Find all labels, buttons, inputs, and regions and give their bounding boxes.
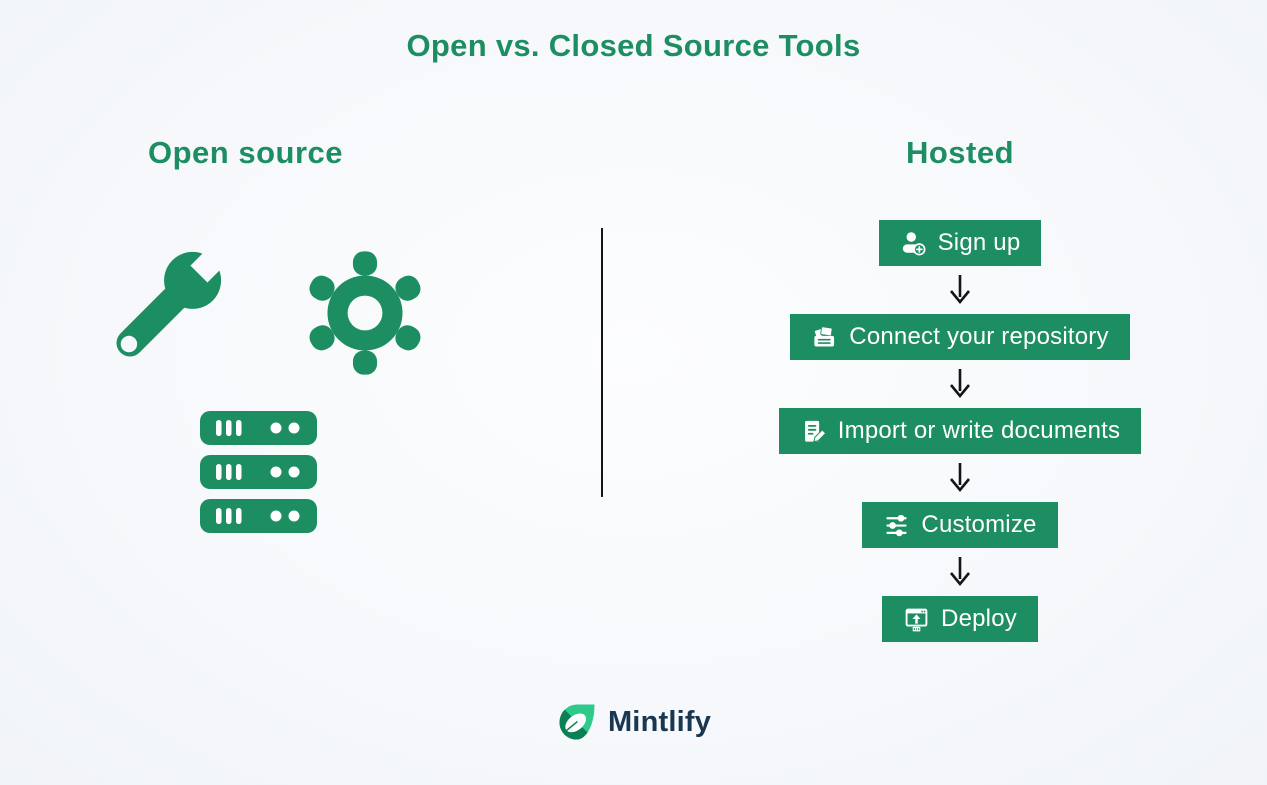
- flow-step-customize: Customize: [862, 502, 1058, 548]
- flow-step-import-write: Import or write documents: [778, 408, 1142, 454]
- hosted-heading: Hosted: [905, 135, 1015, 170]
- deploy-window-icon: [903, 606, 930, 633]
- open-source-heading: Open source: [148, 135, 343, 170]
- flow-step-deploy: Deploy: [882, 596, 1038, 642]
- down-arrow-icon: [947, 360, 973, 408]
- gear-icon: [298, 246, 432, 380]
- down-arrow-icon: [947, 454, 973, 502]
- divider-line: [601, 228, 603, 497]
- flow-step-label: Deploy: [941, 605, 1017, 632]
- repository-icon: [811, 324, 838, 351]
- brand-footer: Mintlify: [0, 700, 1267, 744]
- down-arrow-icon: [947, 548, 973, 596]
- mintlify-logo-icon: [556, 700, 598, 744]
- hosted-flow: Sign up Connect your repository: [745, 220, 1175, 642]
- sliders-icon: [883, 512, 910, 539]
- brand-name: Mintlify: [607, 705, 712, 738]
- wrench-icon: [90, 233, 240, 383]
- flow-step-label: Customize: [921, 511, 1037, 538]
- flow-step-label: Import or write documents: [837, 417, 1121, 444]
- down-arrow-icon: [947, 266, 973, 314]
- document-edit-icon: [800, 418, 827, 445]
- flow-step-connect-repository: Connect your repository: [790, 314, 1130, 360]
- page-title: Open vs. Closed Source Tools: [406, 28, 861, 63]
- server-stack-icon: [200, 411, 317, 533]
- flow-step-label: Connect your repository: [849, 323, 1109, 350]
- flow-step-label: Sign up: [937, 229, 1021, 256]
- person-add-icon: [900, 230, 927, 257]
- flow-step-sign-up: Sign up: [878, 220, 1042, 266]
